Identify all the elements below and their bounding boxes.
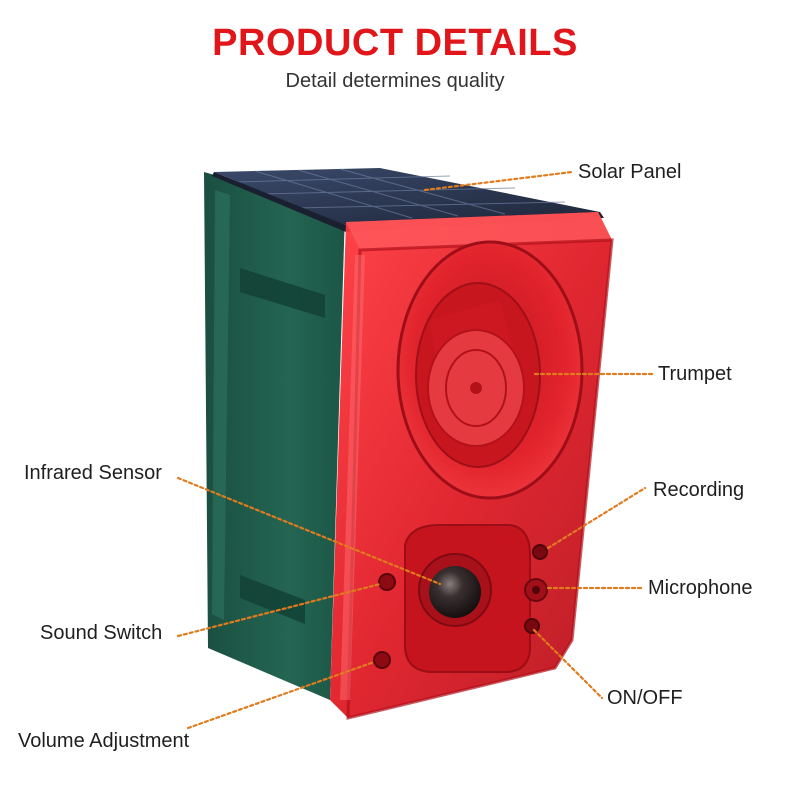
leader-on-off: [532, 628, 604, 700]
callout-recording: Recording: [653, 479, 745, 501]
page-subtitle: Detail determines quality: [285, 70, 505, 92]
callout-infrared-sensor: Infrared Sensor: [24, 462, 162, 484]
housing-back: [204, 172, 345, 700]
control-panel: [373, 524, 548, 673]
solar-panel: [212, 168, 604, 232]
callout-volume-adjustment: Volume Adjustment: [18, 730, 190, 752]
leader-solar-panel: [423, 170, 574, 192]
callout-trumpet: Trumpet: [658, 363, 732, 385]
leader-volume-adjustment: [186, 660, 376, 730]
leader-infrared-sensor: [176, 476, 442, 586]
callout-solar-panel: Solar Panel: [578, 161, 682, 183]
callout-microphone: Microphone: [648, 577, 753, 599]
leader-sound-switch: [176, 582, 382, 638]
page-title: PRODUCT DETAILS: [212, 22, 578, 64]
leader-lines: [176, 170, 654, 730]
callout-sound-switch: Sound Switch: [40, 622, 163, 644]
trumpet-speaker: [396, 240, 584, 500]
leader-recording: [546, 486, 647, 550]
callout-on-off: ON/OFF: [607, 687, 683, 709]
